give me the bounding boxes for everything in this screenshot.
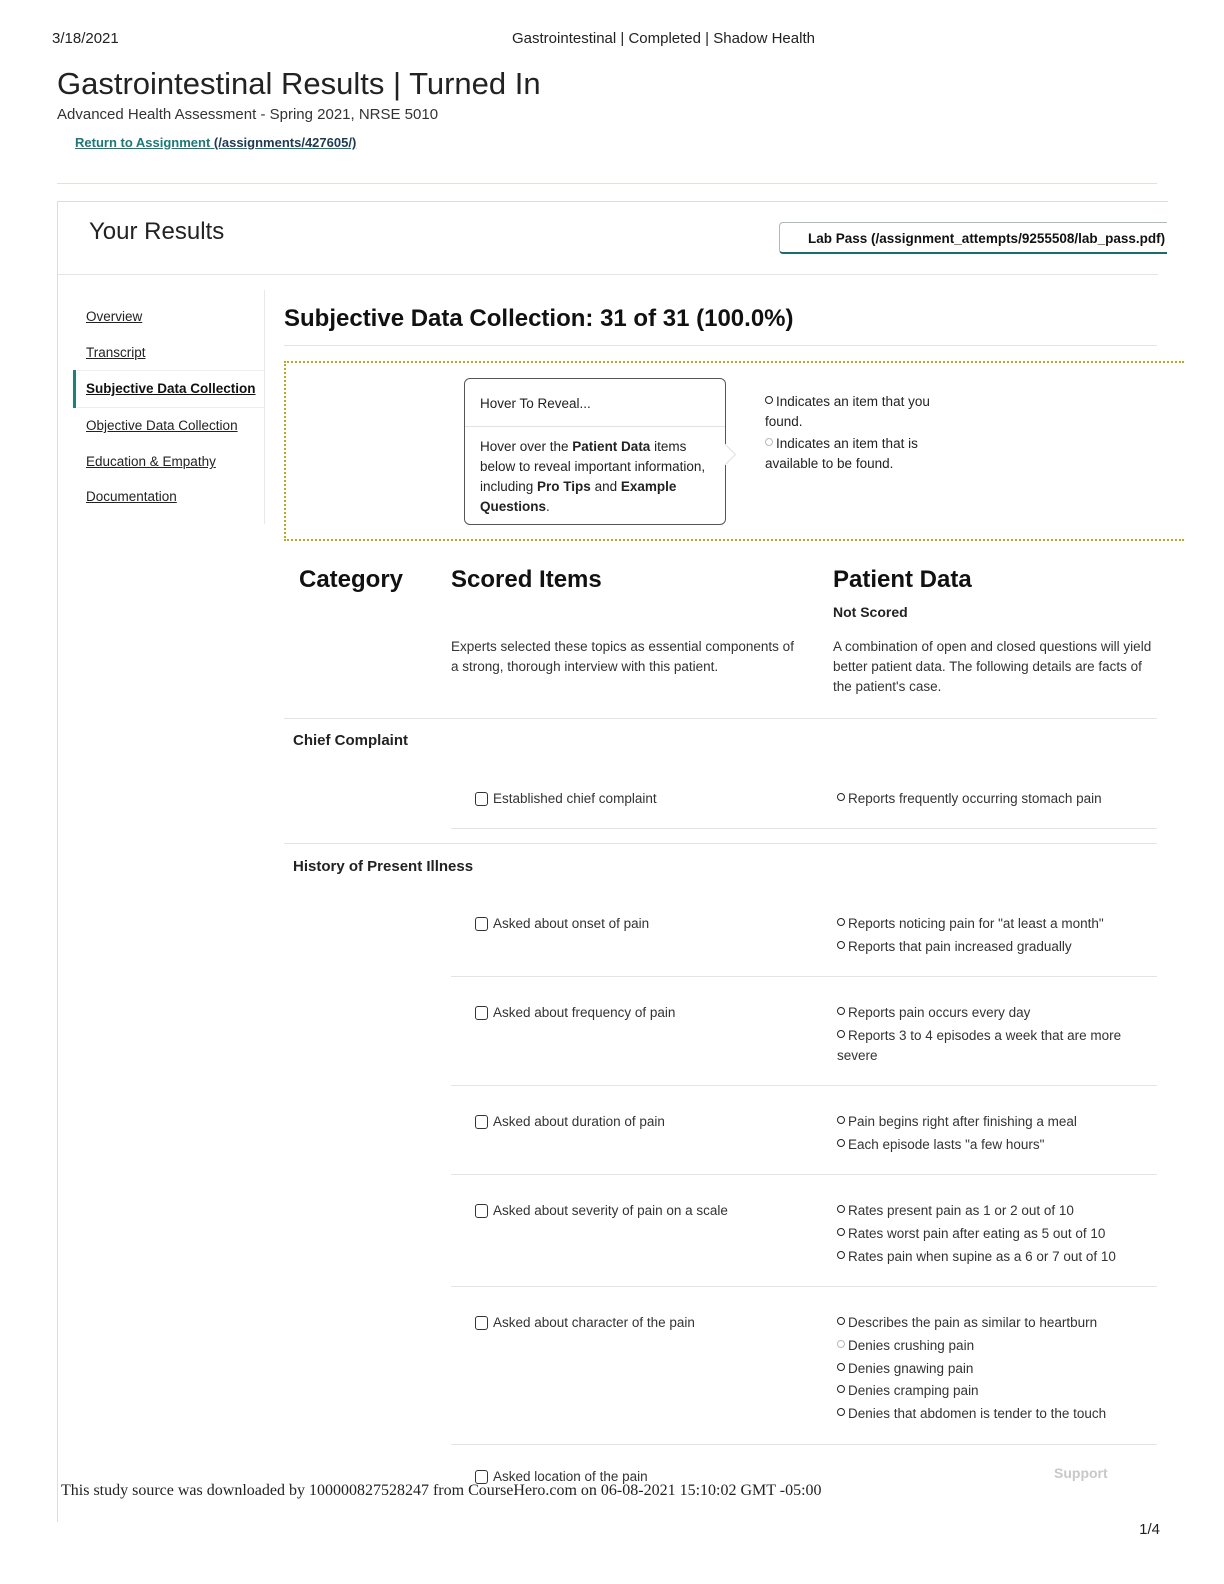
- patient-data-item[interactable]: Pain begins right after finishing a meal: [837, 1114, 1077, 1129]
- scored-description: Experts selected these topics as essenti…: [451, 639, 794, 674]
- found-dot-icon: [837, 1385, 845, 1393]
- checkbox-icon: [475, 1316, 488, 1330]
- checkbox-icon: [475, 1204, 488, 1218]
- checkbox-icon: [475, 1006, 488, 1020]
- return-to-assignment-link[interactable]: Return to Assignment (/assignments/42760…: [75, 135, 357, 150]
- scored-item[interactable]: Asked location of the pain: [475, 1469, 648, 1484]
- divider: [451, 976, 1157, 977]
- scored-item[interactable]: Established chief complaint: [475, 791, 657, 806]
- patient-data-item[interactable]: Denies cramping pain: [837, 1383, 979, 1398]
- patient-data-item[interactable]: Reports that pain increased gradually: [837, 939, 1072, 954]
- patient-data-item[interactable]: Reports noticing pain for "at least a mo…: [837, 916, 1104, 931]
- scored-item[interactable]: Asked about frequency of pain: [475, 1005, 675, 1020]
- course-name: Advanced Health Assessment - Spring 2021…: [57, 106, 439, 123]
- category-chief-complaint: Chief Complaint: [293, 732, 408, 749]
- nav-active-indicator: [73, 370, 76, 408]
- divider: [451, 1444, 1157, 1445]
- scored-item[interactable]: Asked about duration of pain: [475, 1114, 665, 1129]
- divider: [284, 843, 1157, 844]
- patient-data-item[interactable]: Denies that abdomen is tender to the tou…: [837, 1406, 1106, 1421]
- category-history-present-illness: History of Present Illness: [293, 858, 474, 875]
- legend-available: Indicates an item that is available to b…: [765, 436, 918, 471]
- page-number: 1/4: [1139, 1521, 1160, 1538]
- lab-pass-button[interactable]: Lab Pass (/assignment_attempts/9255508/l…: [779, 222, 1167, 254]
- found-dot-icon: [837, 1116, 845, 1124]
- found-dot-icon: [837, 1251, 845, 1259]
- page-title: Gastrointestinal Results | Turned In: [57, 66, 541, 101]
- source-watermark: This study source was downloaded by 1000…: [61, 1482, 822, 1499]
- patient-data-item[interactable]: Rates pain when supine as a 6 or 7 out o…: [837, 1249, 1116, 1264]
- hint-panel: [284, 361, 1184, 541]
- checkbox-icon: [475, 917, 488, 931]
- not-scored-label: Not Scored: [833, 604, 908, 620]
- nav-subjective-data-collection[interactable]: Subjective Data Collection: [86, 381, 256, 396]
- divider: [451, 1174, 1157, 1175]
- nav-overview[interactable]: Overview: [86, 309, 143, 324]
- found-dot-icon: [837, 793, 845, 801]
- legend-found: Indicates an item that you found.: [765, 394, 930, 429]
- nav-transcript[interactable]: Transcript: [86, 345, 146, 360]
- tip-heading: Hover To Reveal...: [480, 396, 591, 411]
- nav-divider: [77, 407, 264, 408]
- support-button[interactable]: Support: [1054, 1465, 1108, 1481]
- your-results-heading: Your Results: [89, 218, 225, 245]
- found-dot-icon: [837, 1363, 845, 1371]
- patient-data-item[interactable]: Reports 3 to 4 episodes a week that are …: [837, 1028, 1122, 1063]
- found-dot-icon: [837, 1139, 845, 1147]
- section-title: Subjective Data Collection: 31 of 31 (10…: [284, 305, 794, 332]
- found-dot-icon: [837, 1228, 845, 1236]
- checkbox-icon: [475, 792, 488, 806]
- found-dot-icon: [837, 941, 845, 949]
- tip-body: Hover over the Patient Data items below …: [480, 439, 706, 514]
- patient-data-item[interactable]: Each episode lasts "a few hours": [837, 1137, 1044, 1152]
- nav-education-empathy[interactable]: Education & Empathy: [86, 454, 216, 469]
- found-dot-icon: [837, 1205, 845, 1213]
- results-nav: Overview Transcript Subjective Data Coll…: [58, 290, 265, 524]
- patient-data-item[interactable]: Reports frequently occurring stomach pai…: [837, 791, 1102, 806]
- patient-data-item[interactable]: Rates worst pain after eating as 5 out o…: [837, 1226, 1105, 1241]
- scored-item[interactable]: Asked about severity of pain on a scale: [475, 1203, 728, 1218]
- print-date: 3/18/2021: [52, 30, 119, 47]
- divider: [57, 183, 1157, 184]
- patient-description: A combination of open and closed questio…: [833, 639, 1152, 694]
- found-dot-icon: [837, 1007, 845, 1015]
- col-patient-data: Patient Data: [833, 566, 972, 593]
- patient-data-item[interactable]: Describes the pain as similar to heartbu…: [837, 1315, 1097, 1330]
- divider: [465, 426, 725, 427]
- col-scored-items: Scored Items: [451, 566, 602, 593]
- checkbox-icon: [475, 1470, 488, 1484]
- found-dot-icon: [765, 396, 773, 404]
- nav-divider: [77, 370, 264, 371]
- divider: [58, 274, 1158, 275]
- divider: [451, 1085, 1157, 1086]
- patient-data-item[interactable]: Rates present pain as 1 or 2 out of 10: [837, 1203, 1074, 1218]
- found-dot-icon: [837, 1317, 845, 1325]
- col-category: Category: [299, 566, 404, 593]
- found-dot-icon: [837, 1408, 845, 1416]
- available-dot-icon: [765, 438, 773, 446]
- return-path: (/assignments/427605/): [210, 135, 357, 150]
- nav-objective-data-collection[interactable]: Objective Data Collection: [86, 418, 238, 433]
- patient-data-item[interactable]: Reports pain occurs every day: [837, 1005, 1030, 1020]
- results-card: [57, 201, 1168, 1522]
- patient-data-item[interactable]: Denies gnawing pain: [837, 1361, 973, 1376]
- checkbox-icon: [475, 1115, 488, 1129]
- found-dot-icon: [837, 1030, 845, 1038]
- divider: [451, 1286, 1157, 1287]
- divider: [284, 345, 1157, 346]
- patient-data-item[interactable]: Denies crushing pain: [837, 1338, 974, 1353]
- found-dot-icon: [837, 918, 845, 926]
- divider: [451, 828, 1157, 829]
- scored-item[interactable]: Asked about character of the pain: [475, 1315, 695, 1330]
- hover-tip-card: Hover To Reveal... Hover over the Patien…: [464, 378, 737, 525]
- divider: [284, 718, 1157, 719]
- nav-documentation[interactable]: Documentation: [86, 489, 177, 504]
- scored-item[interactable]: Asked about onset of pain: [475, 916, 649, 931]
- print-title: Gastrointestinal | Completed | Shadow He…: [512, 30, 815, 47]
- available-dot-icon: [837, 1340, 845, 1348]
